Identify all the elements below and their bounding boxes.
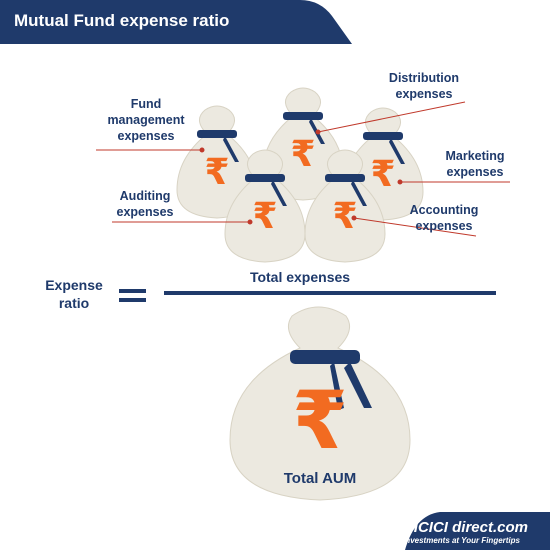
label-fund-management: Fund management expenses [107,97,185,143]
leader-distribution [317,101,466,133]
label-total-expenses: Total expenses [249,269,351,285]
rupee-icon: ₹ [370,154,395,195]
equals-top-bar [119,289,146,293]
label-auditing: Auditing expenses [116,189,174,219]
rupee-icon: ₹ [252,196,277,237]
bag-distribution: ₹ [262,87,344,201]
page-title: Mutual Fund expense ratio [14,11,230,30]
label-expense-ratio: Expense ratio [45,277,103,311]
rupee-icon: ₹ [204,152,229,193]
leader-dot [397,179,403,185]
equals-bottom-bar [119,298,146,302]
bag-auditing: ₹ [224,149,306,263]
bag-fund-management: ₹ [176,105,258,219]
brand-logo: ICICI direct.com [413,519,528,536]
label-marketing: Marketing expenses [445,149,505,179]
bag-total-aum: ₹ [229,306,411,501]
label-accounting: Accounting expenses [409,203,479,233]
rupee-icon: ₹ [290,134,315,175]
bag-marketing: ₹ [342,107,424,221]
rupee-icon: ₹ [292,374,348,467]
brand-tagline: Investments at Your Fingertips [403,536,520,545]
leader-accounting [353,217,477,237]
leader-dot [315,129,321,135]
label-total-aum: Total AUM [283,470,357,487]
label-distribution: Distribution expenses [388,71,460,101]
division-bar [164,291,496,295]
leader-dot [351,215,357,221]
leader-dot [199,147,205,153]
leader-dot [247,219,253,225]
